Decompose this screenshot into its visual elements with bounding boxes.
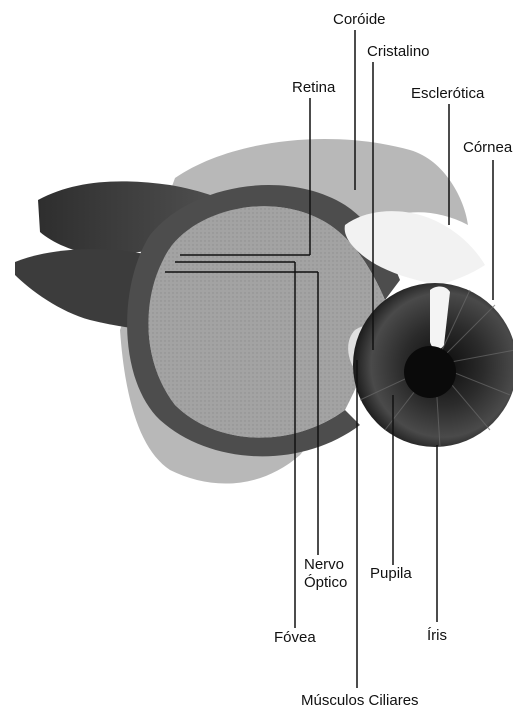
label-coroide: Coróide <box>333 11 386 28</box>
label-optico: Óptico <box>304 574 347 591</box>
label-fovea: Fóvea <box>274 629 316 646</box>
label-nervo: Nervo <box>304 556 344 573</box>
label-cornea: Córnea <box>463 139 513 156</box>
label-pupila: Pupila <box>370 565 412 582</box>
label-iris: Íris <box>427 627 447 644</box>
label-cristalino: Cristalino <box>367 43 430 60</box>
pupil <box>404 346 456 398</box>
label-retina: Retina <box>292 79 336 96</box>
label-musculos-ciliares: Músculos Ciliares <box>301 692 419 709</box>
label-esclerotica: Esclerótica <box>411 85 485 102</box>
